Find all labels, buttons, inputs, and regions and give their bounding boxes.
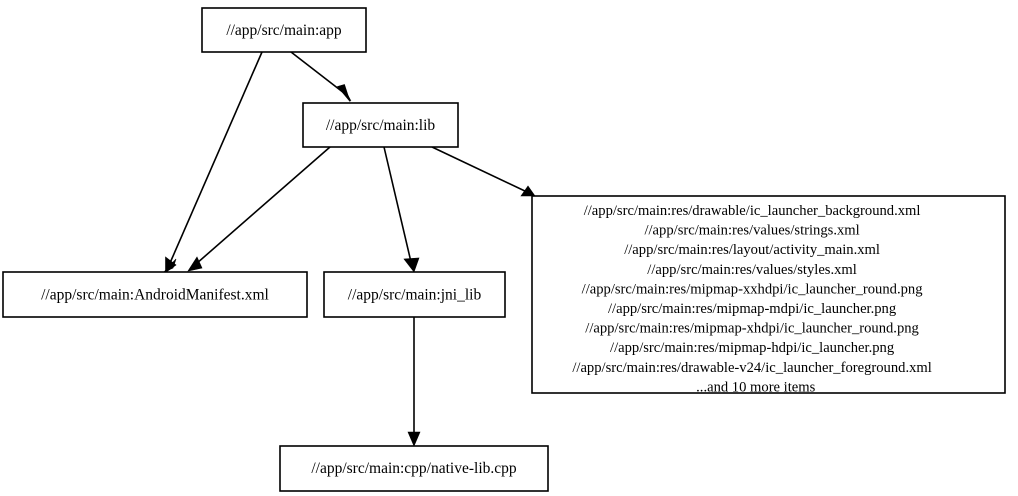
- edge-jni-lib-to-native-lib: [407, 317, 421, 447]
- resources-line-5: //app/src/main:res/mipmap-xxhdpi/ic_laun…: [582, 281, 924, 297]
- resources-line-6: //app/src/main:res/mipmap-mdpi/ic_launch…: [608, 301, 897, 317]
- node-native-lib-cpp-label: //app/src/main:cpp/native-lib.cpp: [311, 460, 517, 477]
- resources-line-10: ...and 10 more items: [696, 379, 815, 395]
- edge-lib-to-jni-lib: [383, 146, 420, 273]
- resources-line-8: //app/src/main:res/mipmap-hdpi/ic_launch…: [610, 340, 895, 356]
- node-jni-lib[interactable]: //app/src/main:jni_lib: [323, 271, 506, 318]
- edge-lib-to-resources: [431, 146, 536, 197]
- edge-app-to-manifest: [163, 51, 263, 274]
- node-resources[interactable]: //app/src/main:res/drawable/ic_launcher_…: [531, 195, 1006, 395]
- node-native-lib-cpp[interactable]: //app/src/main:cpp/native-lib.cpp: [279, 445, 549, 492]
- node-jni-lib-label: //app/src/main:jni_lib: [348, 287, 482, 304]
- node-app-label: //app/src/main:app: [226, 22, 342, 39]
- node-app[interactable]: //app/src/main:app: [201, 7, 367, 53]
- edge-lib-to-manifest: [187, 146, 331, 272]
- node-lib[interactable]: //app/src/main:lib: [302, 102, 459, 148]
- node-android-manifest[interactable]: //app/src/main:AndroidManifest.xml: [2, 271, 308, 318]
- edge-app-to-lib: [290, 51, 352, 102]
- node-android-manifest-label: //app/src/main:AndroidManifest.xml: [41, 287, 269, 304]
- resources-line-3: //app/src/main:res/layout/activity_main.…: [624, 242, 880, 258]
- resources-line-9: //app/src/main:res/drawable-v24/ic_launc…: [572, 360, 931, 376]
- resources-line-2: //app/src/main:res/values/strings.xml: [644, 223, 859, 239]
- resources-line-1: //app/src/main:res/drawable/ic_launcher_…: [584, 203, 921, 219]
- node-lib-label: //app/src/main:lib: [326, 117, 436, 134]
- resources-line-7: //app/src/main:res/mipmap-xhdpi/ic_launc…: [585, 321, 919, 337]
- node-resources-text: //app/src/main:res/drawable/ic_launcher_…: [572, 203, 964, 395]
- resources-line-4: //app/src/main:res/values/styles.xml: [647, 262, 857, 278]
